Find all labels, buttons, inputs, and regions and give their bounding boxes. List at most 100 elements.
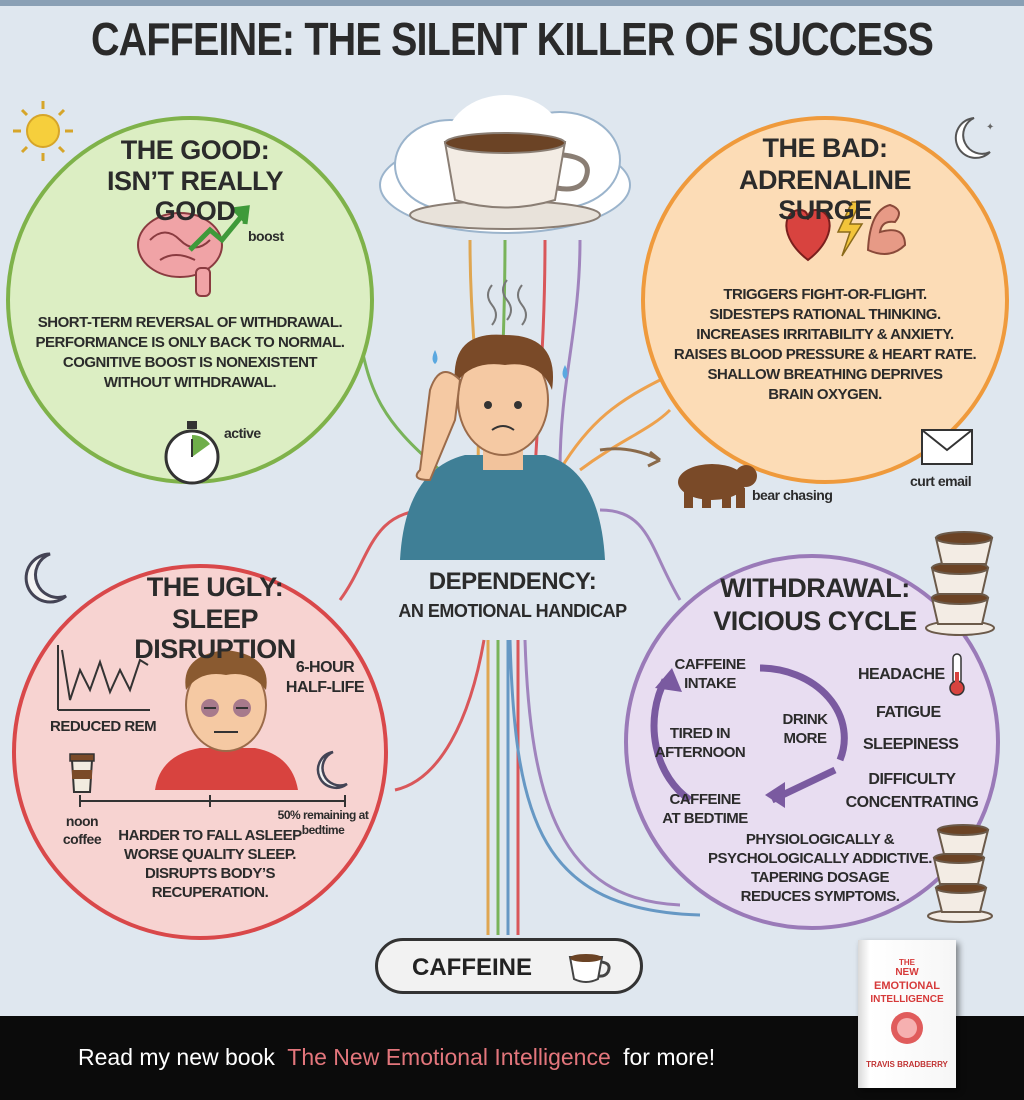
coffee-cup-icon bbox=[568, 954, 611, 983]
good-line: COGNITIVE BOOST IS NONEXISTENT bbox=[62, 354, 318, 371]
boost-label: boost bbox=[248, 228, 284, 244]
dependency-line-2: AN EMOTIONAL HANDICAP bbox=[398, 601, 627, 621]
timeline bbox=[79, 795, 346, 807]
brain-icon bbox=[137, 212, 223, 297]
book-cover-badge-icon bbox=[891, 1012, 923, 1044]
half-life-line: HALF-LIFE bbox=[285, 679, 365, 696]
withdrawal-line: PHYSIOLOGICALLY & bbox=[745, 831, 895, 848]
ugly-line: DISRUPTS BODY’S bbox=[144, 865, 276, 882]
bad-heading-1: THE BAD: bbox=[762, 133, 889, 163]
cycle-line: DRINK bbox=[782, 711, 829, 728]
noon-coffee-label: noon coffee bbox=[56, 812, 108, 848]
sleepy-person-illustration bbox=[155, 650, 298, 790]
good-line: WITHOUT WITHDRAWAL. bbox=[103, 374, 277, 391]
coffee-to-go-icon bbox=[69, 753, 95, 793]
good-heading-2: ISN’T REALLY GOOD bbox=[106, 166, 284, 226]
symptom-line: CONCENTRATING bbox=[845, 794, 979, 811]
symptom-headache: HEADACHE bbox=[858, 666, 945, 683]
symptom-fatigue: FATIGUE bbox=[876, 704, 941, 721]
good-text: SHORT-TERM REVERSAL OF WITHDRAWAL. PERFO… bbox=[20, 313, 360, 393]
bad-line: SIDESTEPS RATIONAL THINKING. bbox=[709, 306, 941, 323]
active-label: active bbox=[224, 425, 261, 441]
ugly-heading-2: SLEEP DISRUPTION bbox=[134, 604, 296, 664]
remaining-line: bedtime bbox=[301, 823, 345, 837]
ugly-text: HARDER TO FALL ASLEEP WORSE QUALITY SLEE… bbox=[110, 826, 310, 902]
cycle-drink-more: DRINK MORE bbox=[760, 710, 850, 748]
withdrawal-heading-2: VICIOUS CYCLE bbox=[713, 606, 917, 636]
book-cover[interactable]: THE NEW EMOTIONAL INTELLIGENCE TRAVIS BR… bbox=[858, 940, 956, 1088]
cycle-line: INTAKE bbox=[684, 675, 736, 692]
footer-prefix: Read my new book bbox=[78, 1044, 275, 1070]
book-cover-emotional: EMOTIONAL bbox=[874, 980, 940, 992]
sun-icon bbox=[13, 101, 73, 161]
stacked-cups-icon-bottom bbox=[927, 824, 993, 923]
cycle-caffeine-intake: CAFFEINE INTAKE bbox=[660, 655, 760, 693]
book-cover-the: THE bbox=[899, 958, 915, 967]
noon-line: noon bbox=[65, 813, 99, 829]
book-cover-intelligence: INTELLIGENCE bbox=[870, 994, 944, 1005]
stacked-cups-icon-top bbox=[925, 531, 995, 636]
bad-line: SHALLOW BREATHING DEPRIVES bbox=[707, 366, 943, 383]
cycle-line: AFTERNOON bbox=[654, 744, 746, 761]
withdrawal-line: TAPERING DOSAGE bbox=[750, 869, 890, 886]
bear-label: bear chasing bbox=[752, 487, 833, 503]
withdrawal-heading-1: WITHDRAWAL: bbox=[720, 573, 910, 603]
boost-arrow-icon bbox=[188, 205, 250, 252]
page-title: CAFFEINE: THE SILENT KILLER OF SUCCESS bbox=[90, 13, 934, 65]
envelope-icon bbox=[921, 429, 973, 465]
good-line: PERFORMANCE IS ONLY BACK TO NORMAL. bbox=[35, 334, 345, 351]
bear-arrow-icon bbox=[599, 447, 661, 468]
symptom-difficulty: DIFFICULTY CONCENTRATING bbox=[842, 768, 982, 814]
withdrawal-circle bbox=[624, 554, 1000, 930]
thermometer-icon bbox=[949, 653, 965, 696]
bear-icon bbox=[678, 464, 757, 508]
steam-icon bbox=[487, 279, 527, 326]
half-life-line: 6-HOUR bbox=[295, 659, 355, 676]
cycle-line: AT BEDTIME bbox=[662, 810, 748, 827]
moon-icon-top: ✦ bbox=[954, 117, 994, 159]
ugly-line: RECUPERATION. bbox=[151, 884, 269, 901]
good-heading-1: THE GOOD: bbox=[120, 135, 270, 165]
muscle-arm-icon bbox=[866, 203, 907, 255]
lightning-icon bbox=[836, 201, 864, 257]
ugly-heading-1: THE UGLY: bbox=[146, 572, 284, 602]
ugly-line: HARDER TO FALL ASLEEP bbox=[118, 827, 302, 844]
book-cover-new: NEW bbox=[895, 967, 919, 978]
cycle-line: CAFFEINE bbox=[669, 791, 742, 808]
symptom-line: DIFFICULTY bbox=[868, 771, 956, 788]
remaining-label: 50% remaining at bedtime bbox=[268, 808, 378, 838]
caffeine-pill-label: CAFFEINE bbox=[412, 954, 532, 981]
bad-text: TRIGGERS FIGHT-OR-FLIGHT. SIDESTEPS RATI… bbox=[660, 285, 990, 405]
half-life-label: 6-HOUR HALF-LIFE bbox=[270, 658, 380, 698]
caffeine-pill: CAFFEINE bbox=[375, 938, 643, 994]
good-line: SHORT-TERM REVERSAL OF WITHDRAWAL. bbox=[37, 314, 343, 331]
footer-book-link[interactable]: The New Emotional Intelligence bbox=[287, 1044, 611, 1070]
withdrawal-line: REDUCES SYMPTOMS. bbox=[740, 888, 900, 905]
rem-label: REDUCED REM bbox=[50, 718, 157, 735]
cycle-line: MORE bbox=[783, 730, 828, 747]
footer-bar: Read my new book The New Emotional Intel… bbox=[0, 1016, 1024, 1100]
bad-line: INCREASES IRRITABILITY & ANXIETY. bbox=[696, 326, 954, 343]
coffee-cup-cloud-icon bbox=[379, 95, 631, 234]
bad-line: TRIGGERS FIGHT-OR-FLIGHT. bbox=[723, 286, 927, 303]
bad-line: BRAIN OXYGEN. bbox=[768, 386, 882, 403]
moon-icon-small bbox=[316, 750, 348, 789]
ugly-line: WORSE QUALITY SLEEP. bbox=[124, 846, 296, 863]
cycle-tired-afternoon: TIRED IN AFTERNOON bbox=[645, 724, 755, 762]
withdrawal-line: PSYCHOLOGICALLY ADDICTIVE. bbox=[708, 850, 932, 867]
remaining-line: 50% remaining at bbox=[277, 808, 369, 822]
svg-text:✦: ✦ bbox=[986, 122, 994, 133]
withdrawal-text: PHYSIOLOGICALLY & PSYCHOLOGICALLY ADDICT… bbox=[690, 830, 950, 906]
rem-wave-icon bbox=[57, 645, 150, 711]
bad-line: RAISES BLOOD PRESSURE & HEART RATE. bbox=[673, 346, 977, 363]
dependency-line-1: DEPENDENCY: bbox=[428, 568, 597, 595]
moon-icon-left bbox=[24, 552, 67, 604]
noon-line: coffee bbox=[62, 831, 102, 847]
cycle-line: TIRED IN bbox=[669, 725, 731, 742]
footer-text: Read my new book The New Emotional Intel… bbox=[78, 1044, 715, 1071]
symptom-sleepiness: SLEEPINESS bbox=[863, 736, 959, 753]
stopwatch-icon bbox=[164, 421, 220, 485]
cycle-caffeine-bedtime: CAFFEINE AT BEDTIME bbox=[650, 790, 760, 828]
heart-icon bbox=[785, 208, 831, 262]
